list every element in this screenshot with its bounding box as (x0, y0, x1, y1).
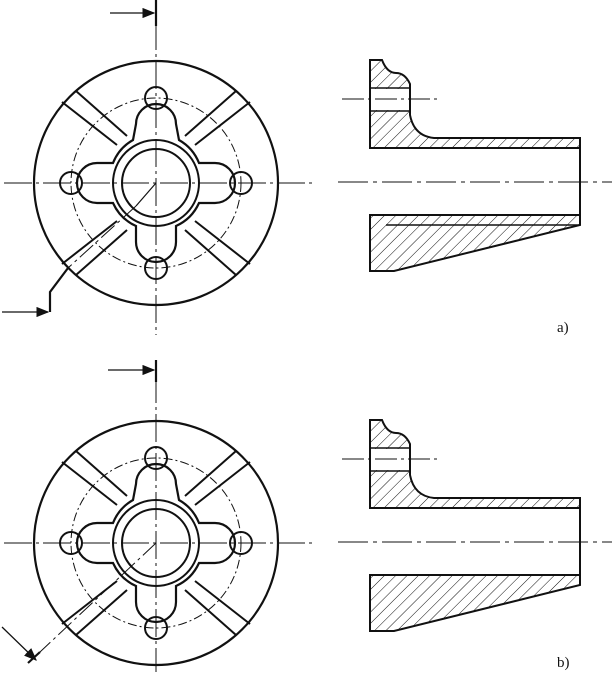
cutting-plane-upper (135, 182, 157, 207)
central-bore (121, 148, 191, 218)
ribs (61, 450, 251, 636)
flange-top-section (369, 419, 581, 509)
bolt-hole-bottom (144, 256, 168, 280)
central-bore (121, 508, 191, 578)
bolt-hole-top (144, 86, 168, 110)
bolt-hole-right (229, 171, 253, 195)
flange-bottom-section (369, 574, 581, 632)
figure-a: a) (2, 0, 612, 336)
bolt-circle (70, 457, 242, 629)
bolt-hole-bottom (144, 616, 168, 640)
front-view-b (1, 360, 312, 672)
section-symbol-lower (48, 267, 69, 312)
figure-b: b) (1, 360, 612, 672)
figure-label-b: b) (557, 655, 570, 671)
ribs (61, 90, 251, 276)
hub-outer-circle (112, 139, 200, 227)
flange-bottom-section (369, 214, 581, 272)
boss-outline (75, 102, 237, 264)
boss-outline (75, 462, 237, 624)
view-arrow-lower (1, 626, 37, 661)
side-section-b (338, 419, 612, 632)
bolt-hole-left (59, 171, 83, 195)
bolt-hole-left (59, 531, 83, 555)
hub-outer-circle (112, 499, 200, 587)
outer-flange-circle (32, 59, 280, 307)
cutting-plane-diagonal (39, 542, 157, 653)
front-view-a (2, 0, 312, 335)
bolt-hole-top (144, 446, 168, 470)
figure-label-a: a) (557, 320, 569, 336)
cutting-plane-diagonal (67, 205, 137, 269)
side-section-a (338, 59, 612, 272)
flange-top-section (369, 59, 581, 149)
bolt-hole-right (229, 531, 253, 555)
outer-flange-circle (32, 419, 280, 667)
bolt-circle (70, 97, 242, 269)
